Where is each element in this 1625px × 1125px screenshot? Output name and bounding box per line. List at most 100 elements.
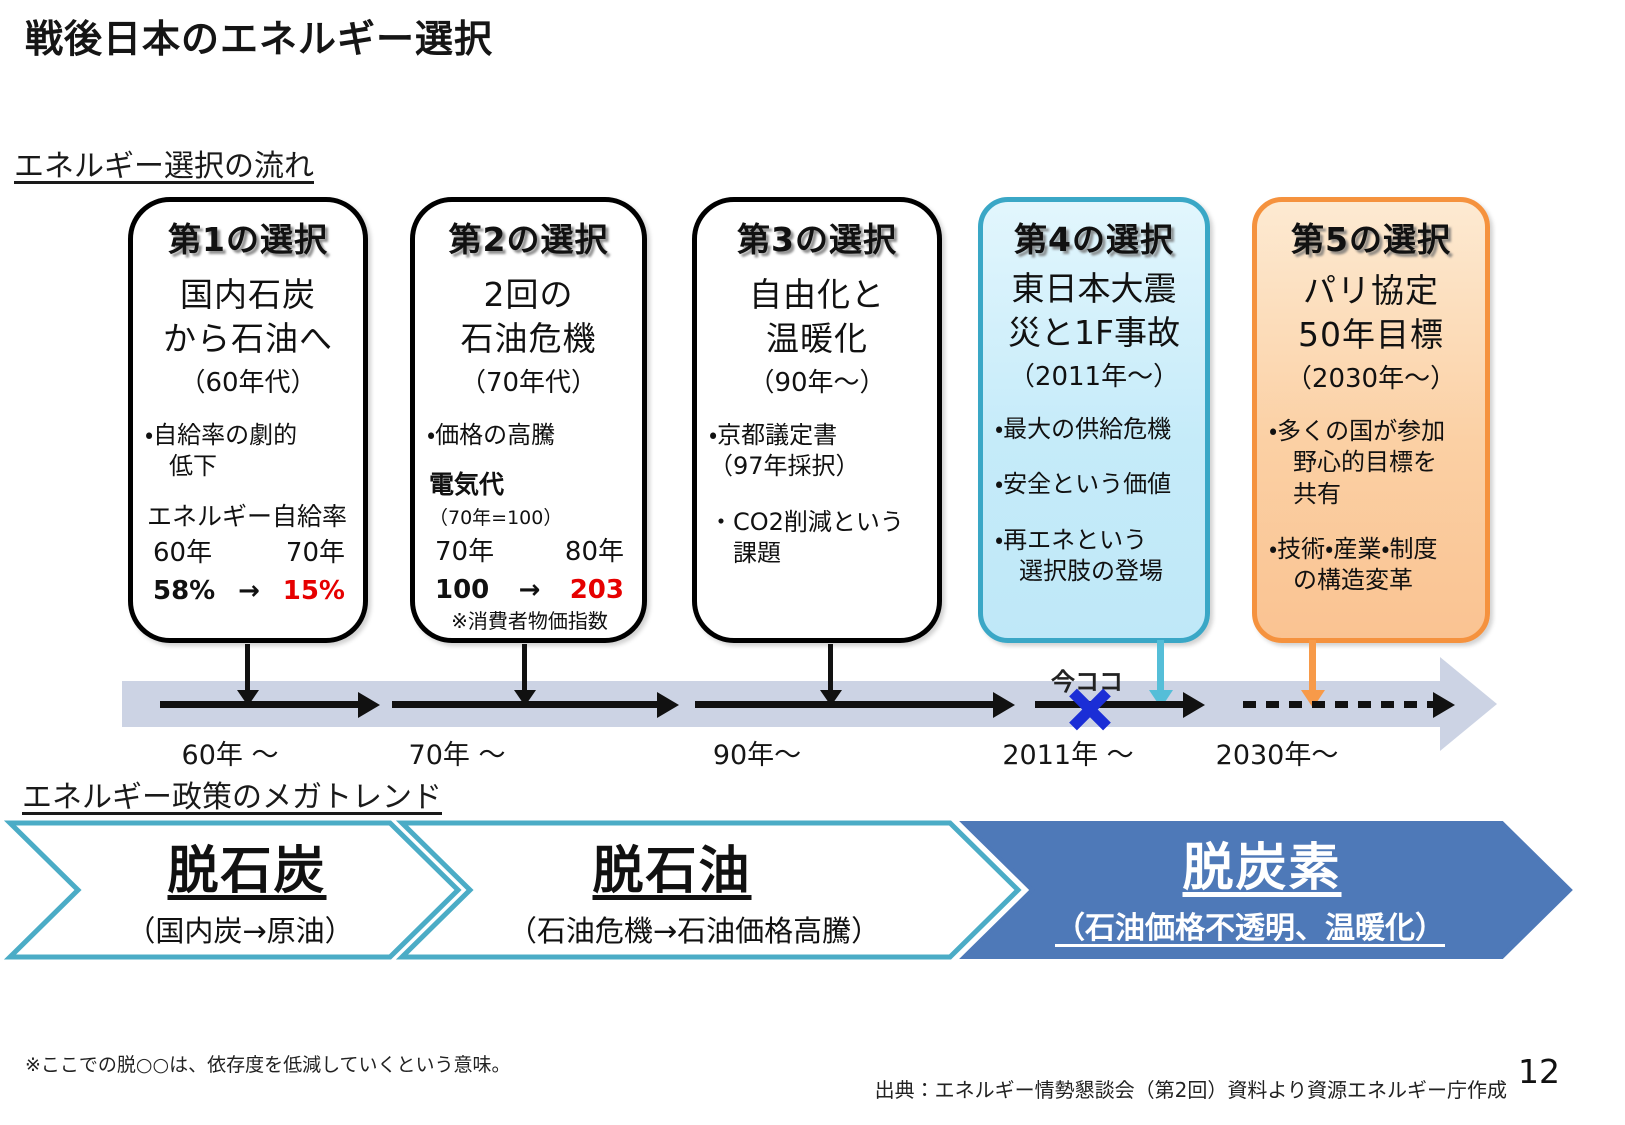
right-arrow-glyph: → <box>238 575 260 606</box>
megatrend-chevron-graphic <box>3 820 1573 960</box>
choice-1-header: 第1の選択 <box>168 220 328 259</box>
flow-section-heading: エネルギー選択の流れ <box>14 149 314 184</box>
year-to: 70年 <box>285 538 345 569</box>
choice-3-header: 第3の選択 <box>737 220 897 259</box>
timeline-label-2030: 2030年～ <box>1215 740 1339 771</box>
chevron-deoil <box>395 820 1022 960</box>
choice-5-period: （2030年～） <box>1285 364 1457 395</box>
stat-values: 58% → 15% <box>145 576 353 608</box>
down-arrow-choice-5 <box>1300 640 1325 708</box>
stat-footnote: ※消費者物価指数 <box>451 608 608 633</box>
stat-years: 60年 70年 <box>145 538 353 570</box>
bullet-cont: （97年採択） <box>709 452 860 481</box>
choice-2-body: ・価格の高騰 電気代 （70年=100） 70年 80年 100 → 203 ※消… <box>415 421 642 633</box>
bullet: ・京都議定書 <box>709 421 838 450</box>
choice-1-period: （60年代） <box>179 368 317 399</box>
choice-2-period: （70年代） <box>459 368 598 399</box>
timeline-arrow-90s <box>695 691 1015 718</box>
stat-label-main: 電気代 <box>429 470 505 500</box>
choice-4-body: ・最大の供給危機 ・安全という価値 ・再エネという 選択肢の登場 <box>983 415 1205 586</box>
footnote: ※ここでの脱○○は、依存度を低減していくという意味。 <box>25 1054 511 1076</box>
timeline-arrow-60s <box>160 691 380 718</box>
down-arrow-choice-2 <box>513 644 536 706</box>
source-credit: 出典：エネルギー情勢懇談会（第2回）資料より資源エネルギー庁作成 <box>874 1078 1507 1102</box>
timeline-arrow-70s <box>392 691 679 718</box>
bullet-cont: 課題 <box>733 538 781 567</box>
choice-box-5: 第5の選択 パリ協定 50年目標 （2030年～） ・多くの国が参加 野心的目標… <box>1252 197 1490 643</box>
choice-box-4: 第4の選択 東日本大震 災と1F事故 （2011年～） ・最大の供給危機 ・安全… <box>978 197 1210 643</box>
choice-4-title-line1: 東日本大震 <box>1011 269 1177 308</box>
stat-label-note: （70年=100） <box>429 506 563 529</box>
choice-box-3: 第3の選択 自由化と 温暖化 （90年～） ・京都議定書 （97年採択） ・CO… <box>692 197 942 643</box>
choice-1-title: 国内石炭 から石油へ <box>133 273 363 360</box>
down-arrow-choice-3 <box>819 644 842 706</box>
bullet-cont: 選択肢の登場 <box>1019 556 1163 585</box>
page-title: 戦後日本のエネルギー選択 <box>25 17 494 61</box>
right-arrow-glyph: → <box>518 575 541 606</box>
choice-3-body: ・京都議定書 （97年採択） ・CO2削減という 課題 <box>697 421 937 568</box>
bullet: ・技術・産業・制度 <box>1269 534 1438 563</box>
bullet-cont: 共有 <box>1293 479 1341 508</box>
choice-5-title-line2: 50年目標 <box>1298 314 1444 354</box>
choice-4-header: 第4の選択 <box>1014 220 1174 259</box>
trend-2-title: 脱石油 <box>592 842 752 901</box>
chevron-decarbon <box>959 821 1573 959</box>
timeline-arrow-2011 <box>1035 691 1205 718</box>
trend-2-subtitle: （石油危機→石油価格高騰） <box>507 914 881 948</box>
bullet: ・安全という価値 <box>995 470 1172 499</box>
bullet-cont: 野心的目標を <box>1293 448 1437 477</box>
trend-1-title: 脱石炭 <box>167 842 327 901</box>
value-to-highlight: 203 <box>569 575 624 606</box>
timeline-label-90: 90年～ <box>712 740 802 771</box>
choice-1-title-line1: 国内石炭 <box>180 275 316 314</box>
bullet-cont: の構造変革 <box>1293 566 1413 595</box>
down-arrow-choice-1 <box>236 644 259 706</box>
choice-4-title: 東日本大震 災と1F事故 <box>983 267 1205 354</box>
choice-1-title-line2: から石油へ <box>163 318 333 358</box>
timeline-arrow-2030-dotted <box>1243 691 1455 718</box>
chevron-decoal <box>3 820 462 960</box>
choice-4-title-line2: 災と1F事故 <box>1008 312 1180 352</box>
choice-2-title-line1: 2回の <box>483 275 574 314</box>
bullet-cont: 低下 <box>169 452 217 481</box>
down-arrow-choice-4 <box>1148 640 1173 708</box>
now-here-label: 今ココ <box>1051 668 1123 696</box>
bullet: ・CO2削減という <box>709 507 904 536</box>
choice-5-header: 第5の選択 <box>1291 220 1451 259</box>
stat-values: 100 → 203 <box>427 575 632 607</box>
trend-3-title: 脱炭素 <box>1182 839 1342 898</box>
timeline-label-70: 70年 ～ <box>408 740 506 771</box>
bullet: ・多くの国が参加 <box>1269 417 1446 446</box>
page-number: 12 <box>1518 1052 1560 1091</box>
choice-box-2: 第2の選択 2回の 石油危機 （70年代） ・価格の高騰 電気代 （70年=100… <box>410 197 647 643</box>
choice-1-body: ・自給率の劇的 低下 エネルギー自給率 60年 70年 58% → 15% <box>133 421 363 607</box>
choice-3-title-line1: 自由化と <box>749 275 885 314</box>
choice-4-period: （2011年～） <box>1008 362 1180 393</box>
trend-3-subtitle: （石油価格不透明、温暖化） <box>1055 911 1445 946</box>
choice-3-title-line2: 温暖化 <box>766 318 868 358</box>
stat-years: 70年 80年 <box>427 537 632 569</box>
year-from: 60年 <box>153 538 213 569</box>
choice-2-header: 第2の選択 <box>448 220 609 259</box>
choice-5-title-line1: パリ協定 <box>1303 271 1439 310</box>
choice-2-title-line2: 石油危機 <box>460 318 597 358</box>
stat-label: エネルギー自給率 <box>147 501 348 531</box>
value-from: 100 <box>435 575 490 606</box>
choice-box-1: 第1の選択 国内石炭 から石油へ （60年代） ・自給率の劇的 低下 エネルギー… <box>128 197 368 643</box>
bullet: ・再エネという <box>995 525 1148 554</box>
value-from: 58% <box>153 575 216 606</box>
timeline-label-60: 60年 ～ <box>181 740 279 771</box>
timeline-label-2011: 2011年 ～ <box>1002 740 1134 771</box>
choice-3-period: （90年～） <box>748 368 886 399</box>
year-from: 70年 <box>435 537 495 568</box>
choice-2-title: 2回の 石油危機 <box>415 273 642 360</box>
bullet: ・自給率の劇的 <box>145 421 298 450</box>
choice-5-title: パリ協定 50年目標 <box>1257 269 1485 356</box>
bullet: ・価格の高騰 <box>427 421 556 450</box>
trend-section-heading: エネルギー政策のメガトレンド <box>22 780 442 815</box>
choice-5-body: ・多くの国が参加 野心的目標を 共有 ・技術・産業・制度 の構造変革 <box>1257 417 1485 595</box>
trend-1-subtitle: （国内炭→原油） <box>126 914 354 948</box>
stat-label: 電気代 （70年=100） <box>429 470 632 531</box>
value-to-highlight: 15% <box>282 575 345 606</box>
